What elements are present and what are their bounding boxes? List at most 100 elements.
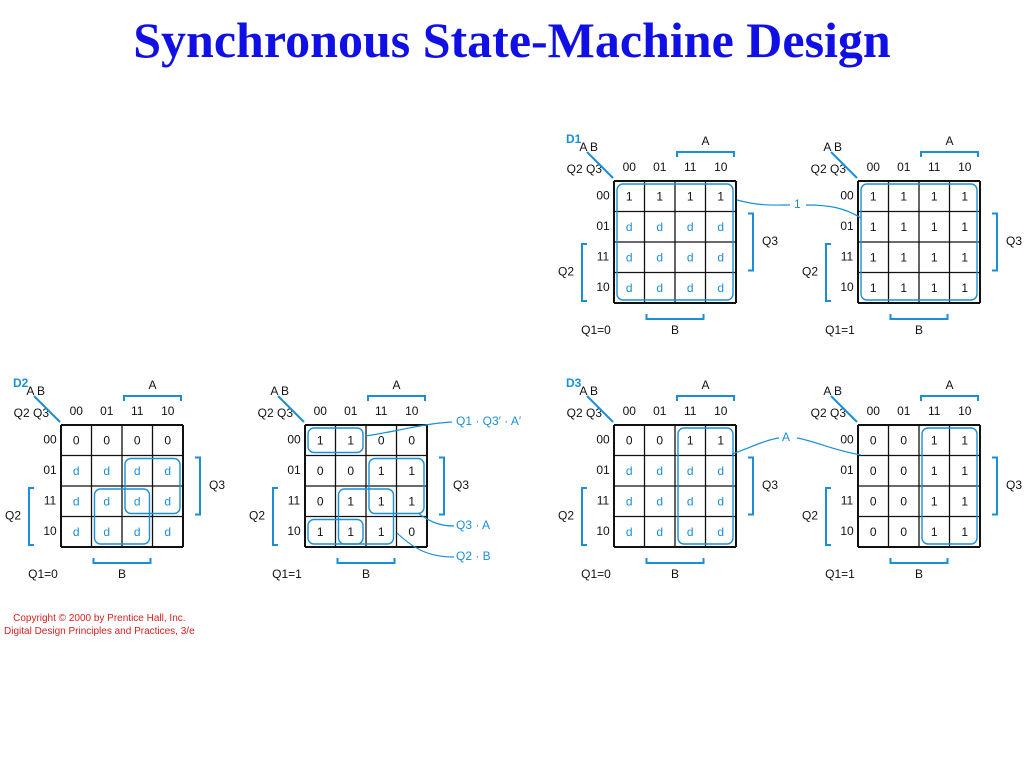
column-header: 10 bbox=[714, 404, 728, 418]
q2-label: Q2 bbox=[558, 509, 574, 523]
kmap-cell: 1 bbox=[347, 525, 354, 539]
kmap-cell: 0 bbox=[103, 433, 110, 447]
row-header: 10 bbox=[43, 524, 57, 538]
corner-diagonal bbox=[277, 395, 305, 423]
kmap-cell: 1 bbox=[656, 189, 663, 203]
corner-diagonal bbox=[586, 395, 614, 423]
kmap-cell: 1 bbox=[931, 464, 938, 478]
kmap-cell: 0 bbox=[900, 525, 907, 539]
kmap-cell: 0 bbox=[73, 433, 80, 447]
kmap-cell: 1 bbox=[378, 494, 385, 508]
kmap-cell: 0 bbox=[164, 433, 171, 447]
kmap-cell: 1 bbox=[900, 220, 907, 234]
b-bracket bbox=[336, 558, 396, 564]
kmap-cell: 1 bbox=[961, 464, 968, 478]
kmap-cell: d bbox=[164, 464, 171, 478]
column-header: 10 bbox=[714, 160, 728, 174]
column-header: 11 bbox=[928, 160, 941, 174]
book-title-line: Digital Design Principles and Practices,… bbox=[4, 626, 195, 637]
term-leader bbox=[364, 421, 453, 437]
kmap-cell: 1 bbox=[347, 433, 354, 447]
kmap-cell: 0 bbox=[656, 433, 663, 447]
q2-label: Q2 bbox=[249, 509, 265, 523]
a-label: A bbox=[148, 378, 156, 392]
q2-label: Q2 bbox=[802, 265, 818, 279]
column-header: 11 bbox=[928, 404, 941, 418]
row-header: 00 bbox=[596, 188, 610, 202]
ab-label: A B bbox=[579, 384, 598, 398]
implicant-loop bbox=[860, 183, 978, 301]
kmap-cell: 1 bbox=[931, 433, 938, 447]
kmap-cell: 0 bbox=[317, 464, 324, 478]
term-d1: 1 bbox=[794, 197, 801, 211]
b-label: B bbox=[362, 567, 370, 581]
kmap-cell: 1 bbox=[408, 464, 415, 478]
kmap-cell: 1 bbox=[961, 525, 968, 539]
kmap-cell: 0 bbox=[870, 433, 877, 447]
kmap-cell: 1 bbox=[900, 281, 907, 295]
row-header: 01 bbox=[43, 463, 57, 477]
b-label: B bbox=[671, 567, 679, 581]
q1-subtitle: Q1=1 bbox=[272, 567, 302, 581]
column-header: 11 bbox=[684, 404, 697, 418]
corner-diagonal bbox=[830, 151, 858, 179]
a-label: A bbox=[701, 134, 709, 148]
q3-label: Q3 bbox=[762, 234, 778, 248]
term-leader bbox=[805, 204, 862, 219]
kmap-cell: 1 bbox=[900, 189, 907, 203]
corner-diagonal bbox=[33, 395, 61, 423]
q2q3-label: Q2 Q3 bbox=[14, 406, 50, 420]
q2q3-label: Q2 Q3 bbox=[811, 162, 847, 176]
row-header: 11 bbox=[841, 493, 854, 507]
kmap-cell: 1 bbox=[870, 220, 877, 234]
q2-bracket bbox=[272, 487, 278, 546]
column-header: 00 bbox=[70, 404, 84, 418]
row-header: 00 bbox=[840, 188, 854, 202]
implicant-loop bbox=[93, 488, 151, 545]
kmap-cell: 1 bbox=[870, 250, 877, 264]
kmap-cell: 0 bbox=[408, 433, 415, 447]
kmap-cell: d bbox=[134, 525, 141, 539]
kmap-cell: 0 bbox=[870, 494, 877, 508]
kmap-cell: d bbox=[717, 464, 724, 478]
kmap-cell: d bbox=[656, 281, 663, 295]
q1-subtitle: Q1=0 bbox=[581, 567, 611, 581]
column-header: 00 bbox=[314, 404, 328, 418]
term-leader bbox=[731, 437, 780, 455]
kmap-cell: d bbox=[656, 464, 663, 478]
kmap-cell: d bbox=[687, 220, 694, 234]
a-bracket bbox=[920, 151, 979, 157]
row-header: 00 bbox=[43, 432, 57, 446]
copyright-line: Copyright © 2000 by Prentice Hall, Inc. bbox=[13, 613, 186, 624]
q2q3-label: Q2 Q3 bbox=[567, 162, 603, 176]
kmap-cell: 1 bbox=[931, 250, 938, 264]
implicant-loop bbox=[307, 518, 364, 545]
q3-label: Q3 bbox=[453, 478, 469, 492]
kmap-cell: 1 bbox=[870, 189, 877, 203]
q1-subtitle: Q1=0 bbox=[581, 323, 611, 337]
kmap-cell: 0 bbox=[378, 433, 385, 447]
row-header: 11 bbox=[288, 493, 301, 507]
q2-bracket bbox=[28, 487, 34, 546]
kmap-cell: 1 bbox=[870, 281, 877, 295]
implicant-loop bbox=[921, 427, 978, 545]
kmap-cell: 1 bbox=[347, 494, 354, 508]
kmap-cell: 1 bbox=[687, 189, 694, 203]
kmap-cell: 1 bbox=[961, 433, 968, 447]
kmap-cell: d bbox=[626, 525, 633, 539]
kmap-cell: d bbox=[656, 494, 663, 508]
kmap-cell: 1 bbox=[900, 250, 907, 264]
kmap-cell: 0 bbox=[900, 433, 907, 447]
b-label: B bbox=[118, 567, 126, 581]
kmap-cell: 0 bbox=[626, 433, 633, 447]
q2q3-label: Q2 Q3 bbox=[258, 406, 294, 420]
row-header: 11 bbox=[597, 493, 610, 507]
implicant-loop bbox=[616, 183, 734, 301]
kmap-cell: 1 bbox=[961, 189, 968, 203]
row-header: 11 bbox=[44, 493, 57, 507]
column-header: 01 bbox=[653, 404, 667, 418]
q3-bracket bbox=[748, 456, 754, 516]
a-label: A bbox=[392, 378, 400, 392]
